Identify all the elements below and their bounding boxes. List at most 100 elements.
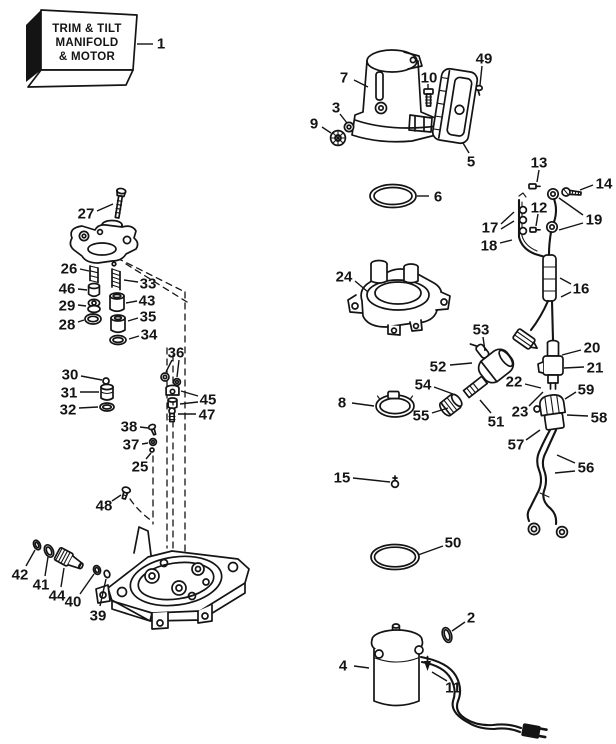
spade-connector	[512, 328, 538, 350]
fill-plug-set	[32, 539, 111, 579]
part-number-13: 13	[531, 155, 548, 172]
part-number-35: 35	[140, 309, 157, 326]
leader-line-4	[353, 665, 370, 669]
leader-line-16	[560, 291, 572, 298]
leader-line-21	[563, 366, 585, 369]
leader-line-3	[339, 113, 348, 124]
leader-line-23	[528, 391, 544, 407]
screw-13	[528, 183, 541, 190]
leader-line-28	[77, 319, 85, 323]
part-number-19: 19	[586, 212, 603, 229]
callout-3: 3	[332, 100, 348, 124]
part-number-28: 28	[59, 317, 76, 334]
leader-line-37	[141, 442, 149, 445]
o-ring-42	[32, 539, 42, 551]
leader-line-39	[99, 578, 107, 607]
callout-9: 9	[310, 116, 332, 134]
seat-29	[87, 298, 101, 314]
ring-40	[92, 564, 102, 576]
part-number-37: 37	[123, 437, 140, 454]
part-number-47: 47	[199, 407, 216, 424]
part-number-10: 10	[421, 70, 438, 87]
valve-46	[87, 282, 101, 298]
o-ring-50	[370, 543, 420, 571]
o-ring-41	[43, 543, 55, 559]
sleeve-31	[100, 383, 114, 401]
part-number-56: 56	[578, 460, 595, 477]
callout-37: 37	[123, 437, 149, 454]
leader-line-56	[554, 470, 576, 474]
part-number-11: 11	[445, 680, 461, 697]
leader-line-20	[561, 349, 582, 356]
callout-26: 26	[61, 261, 90, 278]
callout-15: 15	[334, 470, 391, 487]
leader-line-50	[417, 545, 444, 556]
check-ball-30	[102, 377, 110, 385]
part-number-48: 48	[96, 498, 113, 515]
leader-line-38	[139, 426, 149, 429]
leader-line-34	[128, 335, 140, 340]
callout-51: 51	[479, 399, 504, 431]
callout-17: 17	[482, 211, 515, 237]
electric-motor-4	[370, 623, 548, 739]
leader-line-58	[566, 414, 589, 417]
callout-56: 56	[554, 454, 595, 477]
leader-line-44	[60, 567, 65, 588]
part-number-59: 59	[578, 382, 595, 399]
pump-assembly-24	[347, 259, 451, 336]
callout-35: 35	[127, 309, 157, 326]
part-number-54: 54	[415, 377, 432, 394]
leader-line-33	[123, 279, 139, 283]
callout-55: 55	[413, 407, 449, 425]
part-number-36: 36	[168, 345, 185, 362]
part-number-18: 18	[481, 238, 498, 255]
ring-39	[103, 569, 111, 579]
terminal-bracket-17-18	[517, 192, 547, 259]
part-number-20: 20	[584, 340, 601, 357]
part-number-39: 39	[90, 608, 107, 625]
clip-11	[424, 655, 431, 671]
ring-terminal-19a	[546, 187, 560, 224]
screw-set-47	[168, 407, 176, 423]
leader-line-17	[500, 211, 515, 225]
callout-25: 25	[132, 452, 152, 476]
hose-clamp-8	[375, 390, 415, 418]
fitting-44	[53, 546, 84, 570]
leader-line-17	[500, 220, 515, 230]
leader-line-19	[558, 222, 584, 231]
leader-line-40	[79, 573, 95, 595]
junction-box-5	[431, 67, 479, 145]
title-line-1: TRIM & TILT	[52, 23, 122, 35]
callout-59: 59	[564, 382, 595, 400]
fitting-15	[390, 475, 400, 489]
leader-line-30	[80, 375, 103, 381]
part-number-29: 29	[59, 298, 76, 315]
callout-24: 24	[336, 269, 369, 293]
part-number-26: 26	[61, 261, 78, 278]
leader-line-12	[535, 213, 539, 227]
knurled-cap-9	[329, 129, 347, 147]
part-number-38: 38	[121, 419, 138, 436]
title-box-lip	[27, 69, 134, 88]
callout-8: 8	[338, 395, 375, 412]
part-number-22: 22	[506, 374, 523, 391]
callout-45: 45	[179, 390, 216, 409]
callout-46: 46	[59, 281, 88, 298]
part-number-8: 8	[338, 395, 346, 412]
fitting-45	[165, 384, 180, 410]
harness-sleeve	[542, 254, 557, 302]
callout-5: 5	[462, 142, 475, 171]
leader-line-35	[127, 317, 139, 322]
leader-line-49	[479, 65, 483, 86]
part-number-33: 33	[140, 276, 157, 293]
leader-line-11	[431, 671, 448, 682]
part-number-49: 49	[476, 51, 493, 68]
part-number-43: 43	[139, 293, 156, 310]
leader-line-24	[354, 280, 369, 293]
leader-line-46	[77, 288, 88, 291]
callout-11: 11	[431, 671, 461, 697]
callout-57: 57	[508, 429, 541, 454]
nut-3	[343, 121, 355, 133]
part-number-31: 31	[61, 385, 78, 402]
